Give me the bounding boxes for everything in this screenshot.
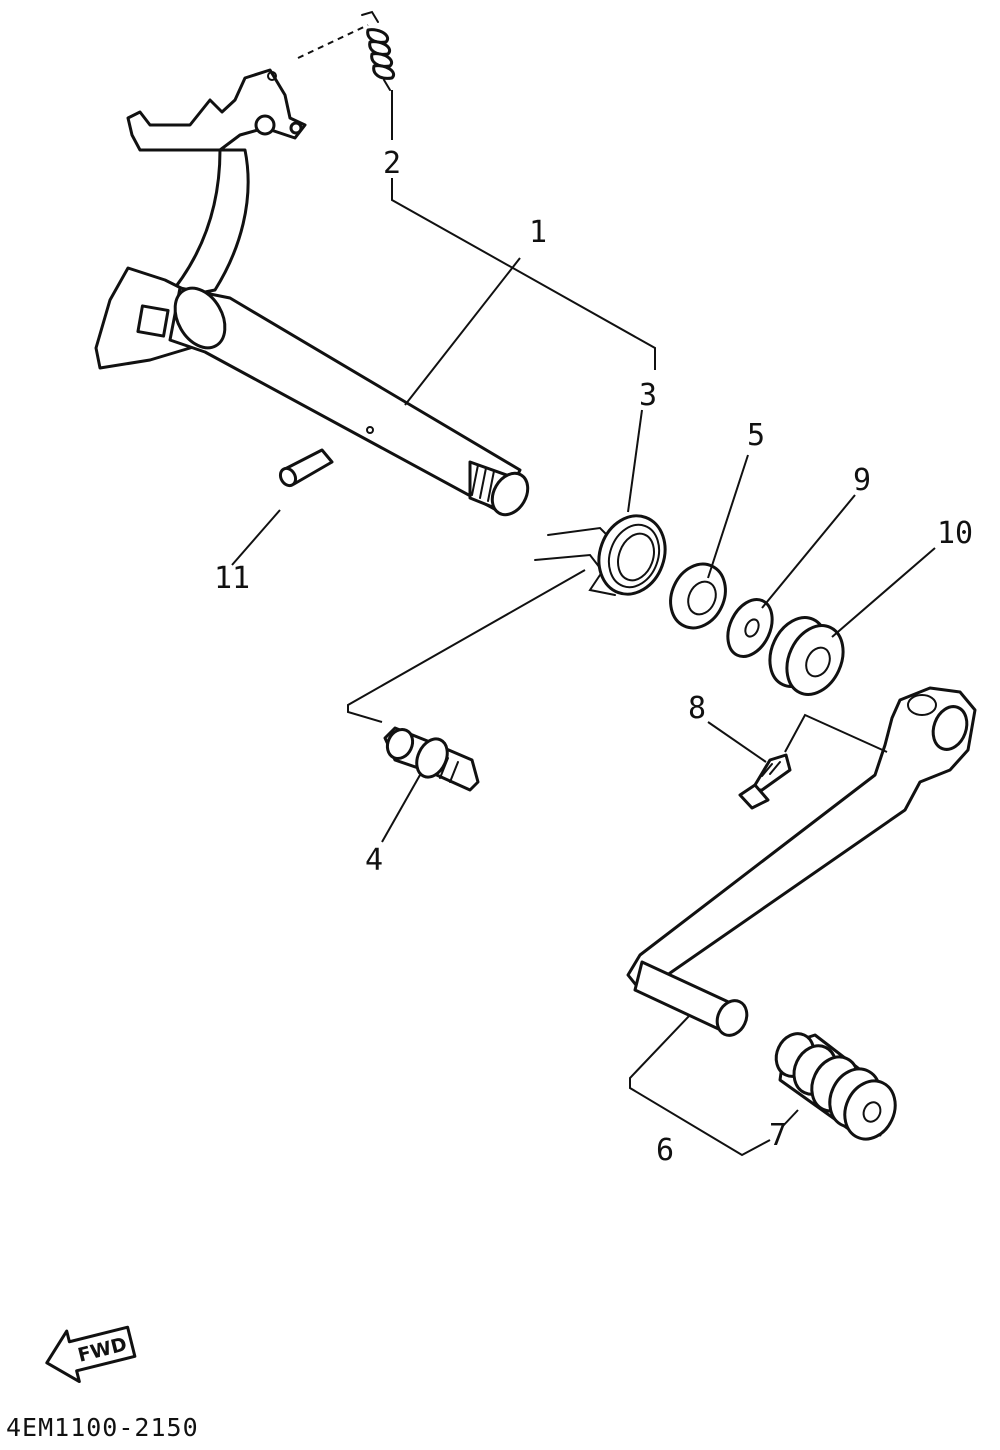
leader-1 [404,257,521,406]
leader-11 [231,509,281,566]
leader-lines [231,24,936,1157]
return-spring [361,10,395,91]
torsion-spring [534,514,667,596]
washer [726,598,774,658]
leader-7 [781,1109,799,1128]
drawing-code: 4EM1100-2150 [6,1413,199,1442]
callout-4: 4 [365,843,383,878]
callout-1: 1 [529,215,547,250]
dowel-pin [278,448,334,488]
leader-2-dashed [297,24,369,59]
leader-10 [831,547,936,638]
leader-8-lever [784,713,888,753]
callout-5: 5 [747,418,765,453]
callout-9: 9 [853,463,871,498]
forward-direction-arrow: FWD [45,1325,137,1384]
collar [669,562,727,630]
rubber-footrest [774,1032,897,1141]
leader-3 [627,409,643,513]
callout-2: 2 [383,146,401,181]
callout-8: 8 [688,691,706,726]
oil-seal [768,616,845,696]
callout-7: 7 [769,1118,787,1153]
leader-6-7 [629,1014,771,1157]
leader-5 [707,454,749,579]
callouts: 1 2 3 4 5 6 7 8 9 10 11 [214,146,973,1168]
leader-9 [761,494,856,609]
callout-10: 10 [937,516,973,551]
callout-6: 6 [656,1133,674,1168]
leader-2-3 [391,178,656,370]
shift-lever [626,686,977,1037]
lever-bolt [738,753,792,810]
pivot-bolt [383,726,480,792]
leader-8 [707,721,767,763]
callout-3: 3 [639,378,657,413]
callout-11: 11 [214,561,250,596]
leader-spring-bolt [347,569,586,723]
leader-4 [381,774,421,843]
shift-shaft-assembly [94,68,530,517]
